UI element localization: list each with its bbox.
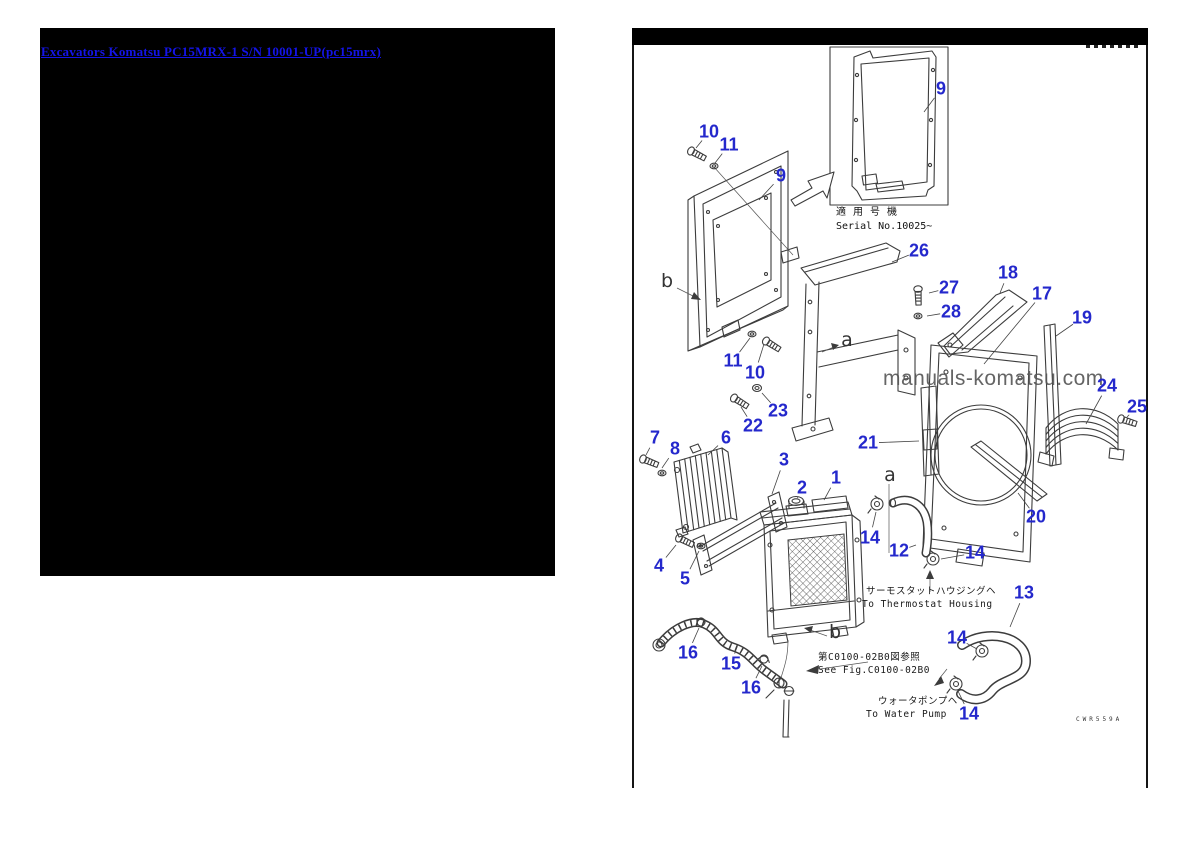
oil-cooler — [673, 443, 738, 538]
part-callout-19: 19 — [1071, 307, 1093, 328]
annotation-see-fig-reference: 第C0100-02B0図参照 See Fig.C0100-02B0 — [818, 651, 930, 677]
drain-hose-15 — [652, 618, 788, 689]
part-callout-25: 25 — [1126, 396, 1148, 417]
reference-arrows — [676, 287, 948, 686]
annotation-to-thermostat-housing-jp: サーモスタットハウジングヘ — [866, 586, 997, 597]
part-callout-16: 16 — [740, 677, 762, 698]
annotation-to-water-pump-en: To Water Pump — [866, 709, 947, 720]
serial-note: 適用号機 Serial No.10025~ — [836, 206, 932, 234]
view-letter-b: b — [660, 270, 674, 292]
ribbed-guard — [1037, 408, 1125, 467]
upper-hose-12 — [888, 495, 933, 558]
callout-leader-lines — [645, 97, 1130, 705]
annotation-see-fig-reference-en: See Fig.C0100-02B0 — [818, 665, 930, 676]
watermark: manuals-komatsu.com — [883, 367, 1104, 390]
serial-note-en: Serial No.10025~ — [836, 221, 933, 232]
part-callout-14: 14 — [958, 703, 980, 724]
part-callout-22: 22 — [742, 415, 764, 436]
part-callout-16: 16 — [677, 642, 699, 663]
part-callout-10: 10 — [744, 362, 766, 383]
part-callout-9: 9 — [775, 165, 787, 186]
variant-arrow-icon — [790, 171, 835, 207]
part-callout-14: 14 — [946, 627, 968, 648]
part-callout-21: 21 — [857, 432, 879, 453]
annotation-to-thermostat-housing: サーモスタットハウジングヘ To Thermostat Housing — [862, 585, 996, 611]
part-callout-20: 20 — [1025, 506, 1047, 527]
part-callout-13: 13 — [1013, 582, 1035, 603]
part-callout-9: 9 — [935, 78, 947, 99]
part-callout-6: 6 — [720, 427, 732, 448]
tiny-print-marks — [1086, 45, 1138, 48]
part-callout-14: 14 — [859, 527, 881, 548]
drain-valve — [765, 677, 795, 738]
part-callout-4: 4 — [653, 555, 665, 576]
part-callout-18: 18 — [997, 262, 1019, 283]
side-strip-19 — [1043, 323, 1062, 467]
part-callout-27: 27 — [938, 277, 960, 298]
part-callout-28: 28 — [940, 301, 962, 322]
part-callout-23: 23 — [767, 400, 789, 421]
part-callout-3: 3 — [778, 449, 790, 470]
annotation-to-water-pump: ウォータポンプヘ To Water Pump — [866, 695, 958, 721]
part-callout-11: 11 — [719, 134, 739, 155]
serial-note-jp: 適用号機 — [836, 207, 904, 218]
part-callout-26: 26 — [908, 240, 930, 261]
view-letter-a: a — [884, 464, 896, 486]
view-letter-b: b — [828, 621, 842, 643]
sheet-right-border — [1146, 45, 1148, 788]
sheet-left-border — [632, 45, 634, 788]
part-callout-15: 15 — [720, 653, 742, 674]
part-callout-2: 2 — [796, 477, 808, 498]
support-bar-20 — [970, 440, 1048, 502]
view-letter-a: a — [841, 329, 853, 351]
part-callout-24: 24 — [1096, 375, 1118, 396]
support-bracket — [791, 242, 916, 442]
part-callout-8: 8 — [669, 438, 681, 459]
annotation-see-fig-reference-jp: 第C0100-02B0図参照 — [818, 652, 921, 663]
drawing-code: CWR559A — [1076, 716, 1123, 723]
part-callout-5: 5 — [679, 568, 691, 589]
part-callout-17: 17 — [1031, 283, 1053, 304]
part-callout-12: 12 — [888, 540, 910, 561]
angled-bar — [937, 289, 1028, 358]
net-frame — [692, 491, 788, 576]
annotation-to-thermostat-housing-en: To Thermostat Housing — [862, 599, 993, 610]
side-strip-21 — [920, 385, 940, 477]
left-black-panel: Excavators Komatsu PC15MRX-1 S/N 10001-U… — [40, 28, 555, 576]
part-callout-11: 11 — [723, 350, 743, 371]
lower-hose-13 — [956, 631, 1032, 705]
part-callout-7: 7 — [649, 427, 661, 448]
part-callout-10: 10 — [698, 121, 720, 142]
sheet-top-bar — [632, 28, 1148, 45]
part-callout-1: 1 — [830, 467, 842, 488]
model-link[interactable]: Excavators Komatsu PC15MRX-1 S/N 10001-U… — [41, 44, 382, 59]
part-callout-14: 14 — [964, 542, 986, 563]
inset-serial-variant-box — [829, 46, 949, 206]
radiator — [759, 495, 865, 679]
annotation-to-water-pump-jp: ウォータポンプヘ — [878, 696, 958, 707]
